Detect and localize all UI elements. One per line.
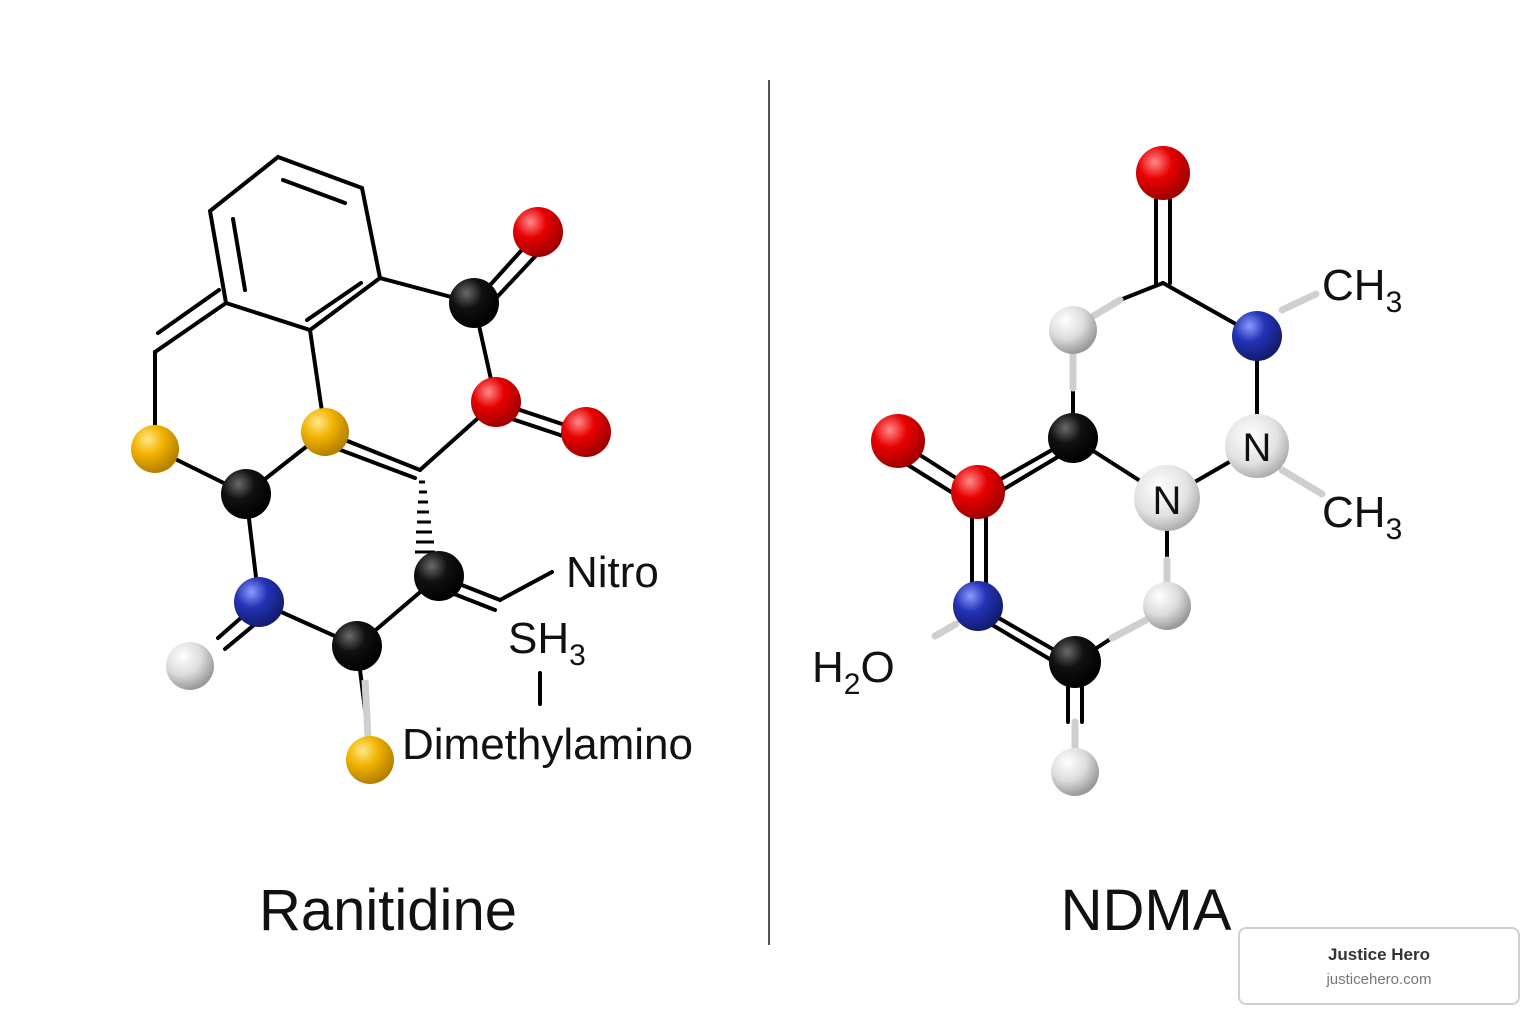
hydrogen-atom (1049, 306, 1097, 354)
carbon-atom (1049, 636, 1101, 688)
brand-name: Justice Hero (1327, 945, 1431, 964)
label-nitro: Nitro (566, 548, 659, 597)
oxygen-atom (471, 377, 521, 427)
atom-label-n: N (1153, 479, 1182, 523)
oxygen-atom (1136, 146, 1190, 200)
sulfur-atom (346, 736, 394, 784)
carbon-atom (221, 469, 271, 519)
label-ch3-top: CH3 (1322, 261, 1402, 319)
hashed-wedge-bond (415, 480, 435, 554)
carbon-atom (1048, 413, 1098, 463)
carbon-atom (332, 621, 382, 671)
sulfur-atom (131, 425, 179, 473)
oxygen-atom (951, 465, 1005, 519)
ndma-title: NDMA (1061, 878, 1232, 943)
hydrogen-atom (166, 642, 214, 690)
sulfur-atom (301, 408, 349, 456)
hydrogen-atom (1143, 582, 1191, 630)
label-h2o: H2O (812, 643, 895, 701)
nitrogen-atom-labeled (1134, 465, 1200, 531)
brand-url: justicehero.com (1326, 971, 1432, 988)
label-dimethylamino: Dimethylamino (402, 720, 693, 769)
ranitidine-title: Ranitidine (259, 878, 517, 943)
label-sh3: SH3 (508, 614, 586, 672)
oxygen-atom (561, 407, 611, 457)
atom-label-n: N (1243, 426, 1272, 470)
nitrogen-atom (1232, 311, 1282, 361)
label-ch3-bottom: CH3 (1322, 488, 1402, 546)
watermark-badge: Justice Hero justicehero.com (1238, 927, 1520, 1005)
hydrogen-atom (1051, 748, 1099, 796)
nitrogen-atom (234, 577, 284, 627)
carbon-atom (449, 278, 499, 328)
nitrogen-atom-labeled (1225, 414, 1289, 478)
carbon-atom (414, 551, 464, 601)
nitrogen-atom (953, 581, 1003, 631)
oxygen-atom (513, 207, 563, 257)
oxygen-atom (871, 414, 925, 468)
